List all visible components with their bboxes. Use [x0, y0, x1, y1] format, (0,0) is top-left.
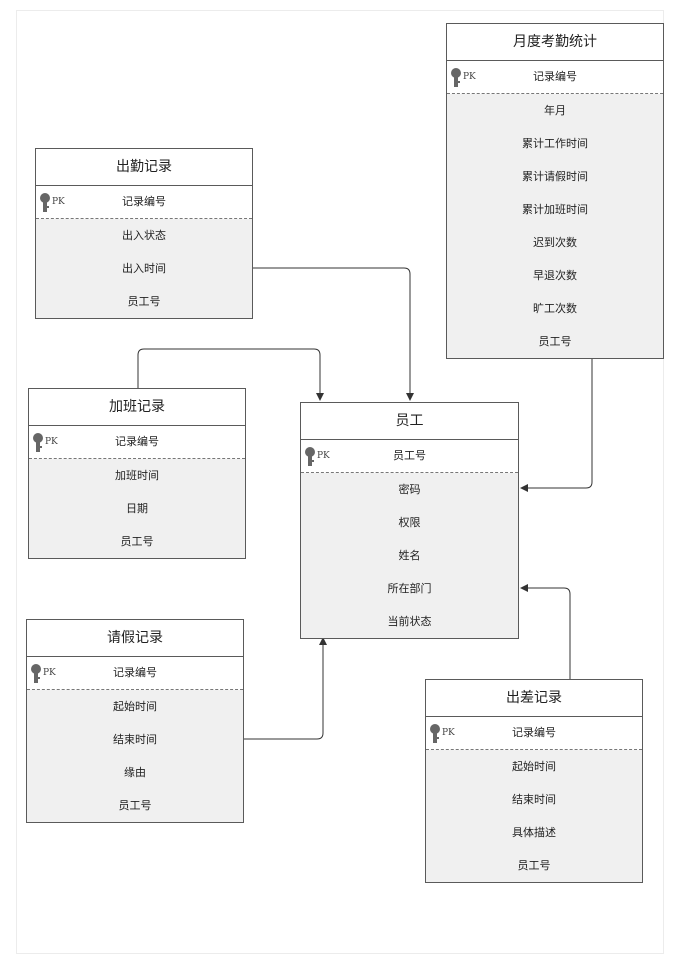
- entity-title: 出差记录: [426, 680, 642, 717]
- attribute: 累计加班时间: [522, 203, 588, 216]
- entity-title: 月度考勤统计: [447, 24, 663, 61]
- attribute: 出入时间: [122, 262, 166, 275]
- attribute: 迟到次数: [533, 236, 577, 249]
- key-icon: [33, 433, 43, 452]
- attribute: 员工号: [538, 335, 572, 348]
- pk-field-name: 记录编号: [512, 726, 556, 739]
- pk-tag: PK: [43, 668, 56, 678]
- pk-tag: PK: [45, 437, 58, 447]
- pk-field-name: 记录编号: [122, 195, 166, 208]
- attribute: 姓名: [398, 549, 421, 562]
- entity-qingjia-jilu: 请假记录 PK 记录编号 起始时间 结束时间 缘由 员工号: [26, 619, 244, 823]
- entity-jiaban-jilu: 加班记录 PK 记录编号 加班时间 日期 员工号: [28, 388, 246, 559]
- entity-title: 出勤记录: [36, 149, 252, 186]
- attribute: 起始时间: [512, 760, 556, 773]
- attribute: 加班时间: [115, 469, 159, 482]
- pk-tag: PK: [52, 197, 65, 207]
- entity-title: 请假记录: [27, 620, 243, 657]
- pk-field-name: 员工号: [393, 449, 426, 462]
- attribute: 员工号: [118, 799, 152, 812]
- primary-key-row: PK 记录编号: [447, 61, 663, 94]
- entity-title: 员工: [301, 403, 518, 440]
- entity-title: 加班记录: [29, 389, 245, 426]
- key-icon: [31, 664, 41, 683]
- primary-key-row: PK 员工号: [301, 440, 518, 473]
- primary-key-row: PK 记录编号: [36, 186, 252, 219]
- attribute: 缘由: [124, 766, 146, 779]
- attribute: 结束时间: [113, 733, 157, 746]
- attribute-list: 起始时间 结束时间 具体描述 员工号: [426, 750, 642, 882]
- diagram-page: [16, 10, 664, 954]
- attribute: 年月: [544, 104, 566, 117]
- attribute: 累计工作时间: [522, 137, 588, 150]
- attribute: 具体描述: [512, 826, 556, 839]
- attribute: 员工号: [517, 859, 551, 872]
- primary-key-row: PK 记录编号: [27, 657, 243, 690]
- entity-yuangong: 员工 PK 员工号 密码 权限 姓名 所在部门 当前状态: [300, 402, 519, 639]
- attribute-list: 年月 累计工作时间 累计请假时间 累计加班时间 迟到次数 早退次数 旷工次数 员…: [447, 94, 663, 358]
- key-icon: [305, 447, 315, 466]
- primary-key-row: PK 记录编号: [29, 426, 245, 459]
- primary-key-row: PK 记录编号: [426, 717, 642, 750]
- entity-chuqin-jilu: 出勤记录 PK 记录编号 出入状态 出入时间 员工号: [35, 148, 253, 319]
- attribute: 当前状态: [387, 615, 432, 628]
- attribute-list: 出入状态 出入时间 员工号: [36, 219, 252, 318]
- attribute: 出入状态: [122, 229, 166, 242]
- key-icon: [40, 193, 50, 212]
- key-icon: [430, 724, 440, 743]
- pk-tag: PK: [317, 451, 330, 461]
- pk-field-name: 记录编号: [113, 666, 157, 679]
- attribute: 旷工次数: [533, 302, 577, 315]
- attribute: 所在部门: [387, 582, 432, 595]
- pk-tag: PK: [463, 72, 476, 82]
- pk-field-name: 记录编号: [533, 70, 577, 83]
- pk-field-name: 记录编号: [115, 435, 159, 448]
- attribute: 早退次数: [533, 269, 577, 282]
- attribute-list: 起始时间 结束时间 缘由 员工号: [27, 690, 243, 822]
- attribute: 累计请假时间: [522, 170, 588, 183]
- entity-chucha-jilu: 出差记录 PK 记录编号 起始时间 结束时间 具体描述 员工号: [425, 679, 643, 883]
- pk-tag: PK: [442, 728, 455, 738]
- attribute: 密码: [398, 483, 421, 496]
- attribute: 员工号: [120, 535, 154, 548]
- attribute: 起始时间: [113, 700, 157, 713]
- attribute: 日期: [126, 502, 148, 515]
- attribute: 员工号: [127, 295, 161, 308]
- attribute: 结束时间: [512, 793, 556, 806]
- attribute-list: 加班时间 日期 员工号: [29, 459, 245, 558]
- entity-yuedu-kaoqin-tongji: 月度考勤统计 PK 记录编号 年月 累计工作时间 累计请假时间 累计加班时间 迟…: [446, 23, 664, 359]
- attribute: 权限: [398, 516, 421, 529]
- attribute-list: 密码 权限 姓名 所在部门 当前状态: [301, 473, 518, 638]
- key-icon: [451, 68, 461, 87]
